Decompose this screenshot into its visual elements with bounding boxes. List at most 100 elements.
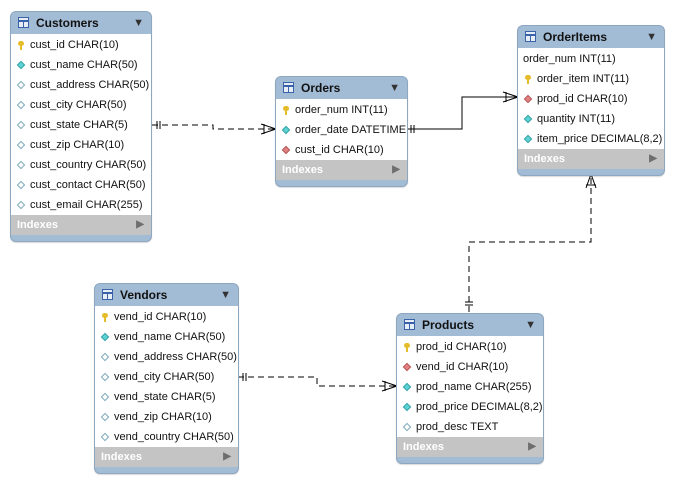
column-label: prod_id CHAR(10): [416, 341, 507, 353]
collapse-arrow-icon[interactable]: ▼: [389, 82, 400, 94]
table-name: Orders: [301, 81, 341, 95]
rel-vendors-products: [238, 373, 398, 392]
not-null-column-icon: [402, 402, 412, 412]
column-label: cust_contact CHAR(50): [30, 179, 146, 191]
expand-arrow-icon[interactable]: ▶: [649, 153, 657, 164]
table-icon: [283, 82, 294, 93]
column-row[interactable]: cust_id CHAR(10): [276, 140, 407, 160]
expand-arrow-icon[interactable]: ▶: [223, 451, 231, 462]
nullable-column-icon: [16, 100, 26, 110]
table-header[interactable]: Vendors ▼: [95, 284, 238, 306]
column-row[interactable]: prod_id CHAR(10): [518, 89, 664, 109]
column-label: vend_id CHAR(10): [416, 361, 509, 373]
column-row[interactable]: cust_state CHAR(5): [11, 115, 151, 135]
column-row[interactable]: order_date DATETIME: [276, 120, 407, 140]
indexes-label: Indexes: [282, 164, 323, 176]
collapse-arrow-icon[interactable]: ▼: [525, 319, 536, 331]
column-row[interactable]: cust_city CHAR(50): [11, 95, 151, 115]
table-orders[interactable]: Orders ▼order_num INT(11) order_date DATET…: [275, 76, 408, 187]
column-label: order_item INT(11): [537, 73, 630, 85]
column-row[interactable]: vend_name CHAR(50): [95, 327, 238, 347]
column-row[interactable]: item_price DECIMAL(8,2): [518, 129, 664, 149]
expand-arrow-icon[interactable]: ▶: [392, 164, 400, 175]
column-row[interactable]: vend_address CHAR(50): [95, 347, 238, 367]
indexes-section[interactable]: Indexes▶: [11, 215, 151, 235]
primary-key-icon: [102, 312, 108, 322]
table-name: Customers: [36, 16, 99, 30]
column-row[interactable]: prod_desc TEXT: [397, 417, 543, 437]
table-orderitems[interactable]: OrderItems ▼ order_num INT(11) order_item I…: [517, 25, 665, 176]
primary-key-icon: [404, 342, 410, 352]
column-label: vend_id CHAR(10): [114, 311, 207, 323]
column-label: vend_address CHAR(50): [114, 351, 237, 363]
table-header[interactable]: Products▼: [397, 314, 543, 336]
collapse-arrow-icon[interactable]: ▼: [646, 31, 657, 43]
column-list: order_num INT(11) order_item INT(11) prod_…: [518, 48, 664, 149]
foreign-key-icon: [523, 94, 533, 104]
column-list: vend_id CHAR(10) vend_name CHAR(50) vend_a…: [95, 306, 238, 447]
expand-arrow-icon[interactable]: ▶: [528, 441, 536, 452]
table-name: Vendors: [120, 288, 168, 302]
column-row[interactable]: vend_state CHAR(5): [95, 387, 238, 407]
column-row[interactable]: cust_address CHAR(50): [11, 75, 151, 95]
nullable-column-icon: [16, 80, 26, 90]
column-row[interactable]: order_num INT(11): [518, 49, 664, 69]
table-vendors[interactable]: Vendors ▼ vend_id CHAR(10) vend_name CHAR(5…: [94, 283, 239, 474]
indexes-section[interactable]: Indexes▶: [95, 447, 238, 467]
column-row[interactable]: prod_name CHAR(255): [397, 377, 543, 397]
rel-orders-orderitems: [406, 91, 519, 133]
table-header[interactable]: OrderItems ▼: [518, 26, 664, 48]
table-header[interactable]: Orders ▼: [276, 77, 407, 99]
column-row[interactable]: quantity INT(11): [518, 109, 664, 129]
table-header[interactable]: Customers ▼: [11, 12, 151, 34]
column-label: prod_name CHAR(255): [416, 381, 532, 393]
not-null-column-icon: [100, 332, 110, 342]
column-row[interactable]: order_num INT(11): [276, 100, 407, 120]
column-label: order_num INT(11): [295, 104, 388, 116]
indexes-section[interactable]: Indexes▶: [518, 149, 664, 169]
column-row[interactable]: cust_email CHAR(255): [11, 195, 151, 215]
column-row[interactable]: cust_zip CHAR(10): [11, 135, 151, 155]
column-row[interactable]: cust_name CHAR(50): [11, 55, 151, 75]
column-row[interactable]: cust_id CHAR(10): [11, 35, 151, 55]
collapse-arrow-icon[interactable]: ▼: [133, 17, 144, 29]
nullable-column-icon: [16, 200, 26, 210]
not-null-column-icon: [402, 382, 412, 392]
column-label: cust_id CHAR(10): [295, 144, 384, 156]
table-footer: [276, 180, 407, 186]
column-label: item_price DECIMAL(8,2): [537, 133, 663, 145]
primary-key-icon: [283, 105, 289, 115]
table-icon: [102, 289, 113, 300]
column-row[interactable]: vend_city CHAR(50): [95, 367, 238, 387]
column-list: cust_id CHAR(10) cust_name CHAR(50) cust_a…: [11, 34, 151, 215]
table-customers[interactable]: Customers ▼ cust_id CHAR(10) cust_name CHAR…: [10, 11, 152, 242]
rel-customers-orders: [152, 121, 277, 135]
column-row[interactable]: vend_zip CHAR(10): [95, 407, 238, 427]
primary-key-icon: [525, 74, 531, 84]
column-label: order_num INT(11): [523, 53, 616, 65]
indexes-section[interactable]: Indexes ▶: [276, 160, 407, 180]
column-label: cust_name CHAR(50): [30, 59, 138, 71]
column-row[interactable]: vend_id CHAR(10): [95, 307, 238, 327]
column-label: cust_id CHAR(10): [30, 39, 119, 51]
table-footer: [397, 457, 543, 463]
table-footer: [11, 235, 151, 241]
column-row[interactable]: order_item INT(11): [518, 69, 664, 89]
table-name: OrderItems: [543, 30, 608, 44]
collapse-arrow-icon[interactable]: ▼: [220, 289, 231, 301]
column-row[interactable]: cust_contact CHAR(50): [11, 175, 151, 195]
not-null-column-icon: [16, 60, 26, 70]
table-icon: [404, 319, 415, 330]
nullable-column-icon: [100, 412, 110, 422]
column-row[interactable]: vend_id CHAR(10): [397, 357, 543, 377]
column-row[interactable]: cust_country CHAR(50): [11, 155, 151, 175]
column-row[interactable]: prod_id CHAR(10): [397, 337, 543, 357]
column-row[interactable]: vend_country CHAR(50): [95, 427, 238, 447]
nullable-column-icon: [100, 352, 110, 362]
column-row[interactable]: prod_price DECIMAL(8,2): [397, 397, 543, 417]
table-products[interactable]: Products▼ prod_id CHAR(10) vend_id CHAR(10…: [396, 313, 544, 464]
expand-arrow-icon[interactable]: ▶: [136, 219, 144, 230]
foreign-key-icon: [402, 362, 412, 372]
indexes-section[interactable]: Indexes▶: [397, 437, 543, 457]
